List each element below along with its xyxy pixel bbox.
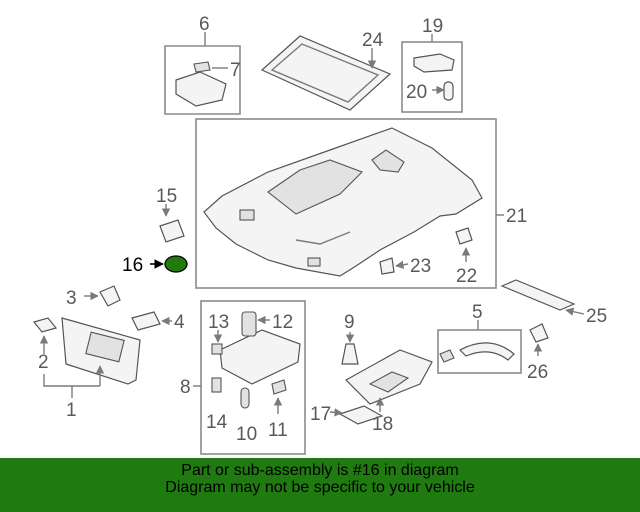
- grab-handle: [459, 342, 515, 361]
- callout-10: 10: [236, 424, 257, 445]
- callout-2: 2: [38, 352, 49, 373]
- part-15-group[interactable]: [159, 204, 185, 243]
- trim-25: [500, 279, 576, 311]
- part-17-group[interactable]: [329, 405, 384, 425]
- bulb-10: [240, 387, 250, 409]
- callout-5: 5: [472, 302, 483, 323]
- banner-line-2: Diagram may not be specific to your vehi…: [165, 479, 475, 496]
- part-22-group[interactable]: [455, 227, 473, 262]
- clip-22: [455, 227, 473, 245]
- callout-7: 7: [230, 60, 241, 81]
- callout-9: 9: [344, 312, 355, 333]
- part-5-group[interactable]: [437, 320, 522, 374]
- callout-22: 22: [456, 266, 477, 287]
- grab-handle-cap: [413, 53, 455, 73]
- bulb-11: [271, 379, 287, 395]
- part-6-group[interactable]: [164, 32, 241, 115]
- bracket-3: [99, 285, 121, 307]
- callout-8: 8: [180, 377, 191, 398]
- part-23-group[interactable]: [379, 257, 409, 275]
- callout-1: 1: [66, 400, 77, 421]
- callout-25: 25: [586, 306, 607, 327]
- callout-15: 15: [156, 186, 177, 207]
- clip-15: [159, 219, 185, 243]
- headliner-sunroof-opening: [267, 159, 363, 215]
- callout-24: 24: [362, 30, 384, 51]
- map-light-bracket: [175, 71, 227, 107]
- callout-23: 23: [410, 256, 431, 277]
- callout-13: 13: [208, 312, 229, 333]
- callout-11: 11: [268, 420, 288, 441]
- callout-26: 26: [527, 362, 548, 383]
- part-18-group[interactable]: [345, 349, 433, 412]
- part-8-group[interactable]: [193, 300, 306, 455]
- sunroof-frame: [260, 35, 392, 111]
- callout-18: 18: [372, 414, 393, 435]
- part-4-group[interactable]: [131, 311, 172, 331]
- cap-20: [443, 81, 454, 101]
- callout-6: 6: [199, 14, 210, 35]
- part-24-group[interactable]: [260, 35, 392, 111]
- holder-4: [131, 311, 161, 331]
- callout-3: 3: [66, 288, 77, 309]
- part-16-group[interactable]: [150, 255, 188, 273]
- part-25-group[interactable]: [500, 279, 585, 316]
- overhead-console: [219, 329, 301, 385]
- bulb-7: [193, 61, 211, 73]
- callout-20: 20: [406, 82, 427, 103]
- part-16-highlight[interactable]: [164, 255, 188, 273]
- part-21-group[interactable]: [195, 118, 504, 289]
- callout-16[interactable]: 16: [122, 255, 143, 276]
- callout-17: 17: [310, 404, 331, 425]
- callout-12: 12: [272, 312, 293, 333]
- headliner: [203, 127, 483, 277]
- callout-14: 14: [206, 412, 228, 433]
- info-banner: Part or sub-assembly is #16 in diagram D…: [0, 458, 640, 512]
- part-9-group[interactable]: [341, 332, 359, 365]
- part-26-group[interactable]: [529, 323, 549, 356]
- screw-9: [341, 343, 359, 365]
- callout-21: 21: [506, 206, 527, 227]
- callout-19: 19: [422, 16, 443, 37]
- clip-13: [211, 343, 223, 355]
- clip-26: [529, 323, 549, 343]
- part-19-group[interactable]: [401, 34, 463, 113]
- part-1-group[interactable]: [32, 317, 141, 398]
- parts-diagram: 1 2 3 4 5 6 7 8 9 10 11 12 13 14 15 16 1…: [32, 14, 607, 455]
- cap-2: [32, 317, 58, 333]
- part-3-group[interactable]: [84, 285, 121, 307]
- pad-17: [338, 405, 384, 425]
- bulb-14: [211, 377, 222, 393]
- clip-23: [379, 257, 395, 275]
- banner-line-1: Part or sub-assembly is #16 in diagram: [181, 462, 459, 479]
- callout-4: 4: [174, 312, 185, 333]
- lamp-12: [241, 311, 257, 337]
